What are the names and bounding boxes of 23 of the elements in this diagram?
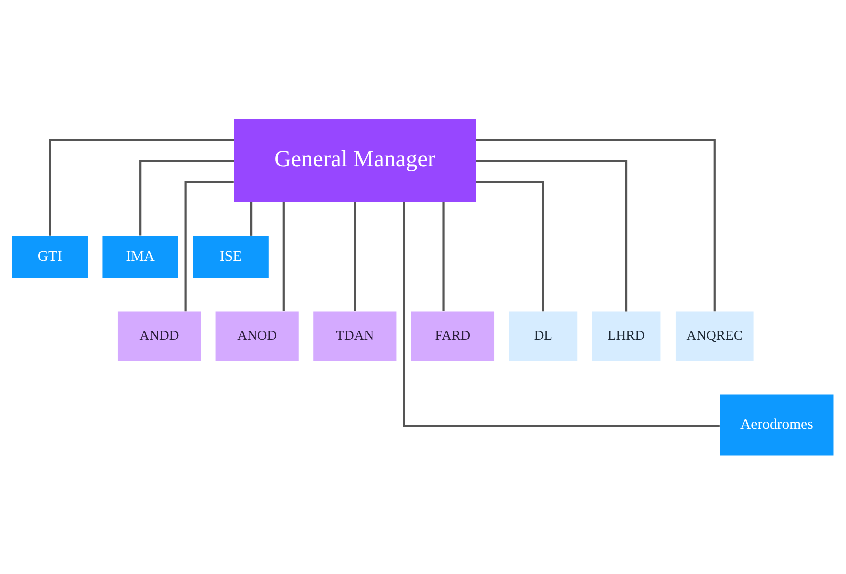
connector — [140, 160, 234, 236]
node-box: ANOD — [216, 311, 299, 361]
node-box: LHRD — [592, 311, 661, 361]
node-box: ISE — [193, 235, 269, 278]
connector — [250, 202, 253, 236]
node-box: ANDD — [118, 311, 202, 361]
connector — [476, 138, 716, 312]
connector — [49, 138, 234, 236]
connector — [442, 202, 445, 311]
connector — [282, 202, 285, 311]
node-box: Aerodromes — [720, 394, 834, 456]
node-box: DL — [509, 311, 578, 361]
node-box: FARD — [411, 311, 495, 361]
connector — [476, 160, 628, 312]
connector — [476, 180, 544, 312]
node-box: IMA — [102, 235, 178, 278]
node-box: ANQREC — [676, 311, 754, 361]
connector — [403, 202, 720, 427]
node-box: GTI — [12, 235, 88, 278]
node-box: TDAN — [314, 311, 397, 361]
connector — [354, 202, 356, 311]
node-box: General Manager — [234, 118, 476, 202]
connector — [184, 180, 234, 312]
